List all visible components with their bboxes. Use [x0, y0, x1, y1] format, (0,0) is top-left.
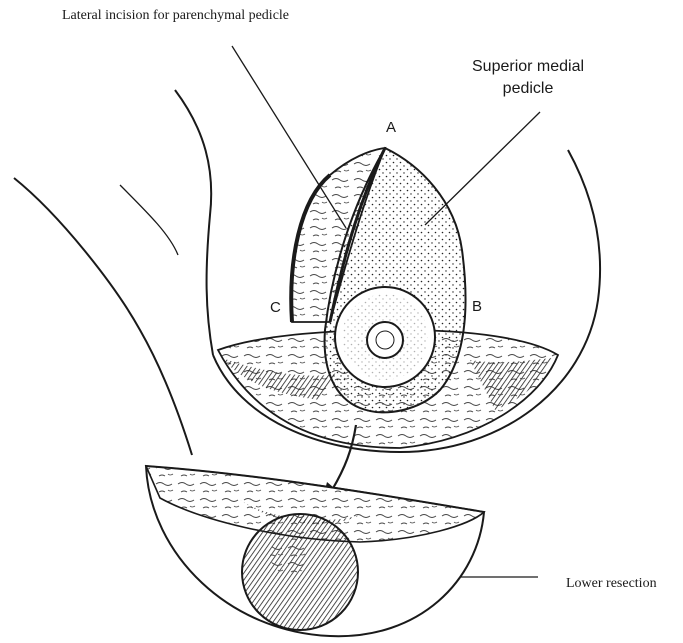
- superior-medial-label-line1: Superior medial: [472, 56, 584, 78]
- superior-medial-pedicle-label: Superior medial pedicle: [472, 56, 584, 100]
- point-b-label: B: [472, 298, 482, 315]
- point-c-label: C: [270, 299, 281, 316]
- lateral-incision-label: Lateral incision for parenchymal pedicle: [62, 8, 289, 24]
- specimen-areola-highlight: [270, 535, 310, 575]
- lateral-incision-leader: [232, 46, 346, 228]
- arm-outline: [14, 178, 192, 455]
- nipple: [367, 322, 403, 358]
- point-a-label: A: [386, 119, 396, 136]
- superior-medial-leader: [425, 112, 540, 225]
- superior-medial-label-line2: pedicle: [472, 78, 584, 100]
- torso-outline: [175, 90, 213, 355]
- arm-inner-outline: [120, 185, 178, 255]
- lower-resection-label: Lower resection: [566, 576, 657, 592]
